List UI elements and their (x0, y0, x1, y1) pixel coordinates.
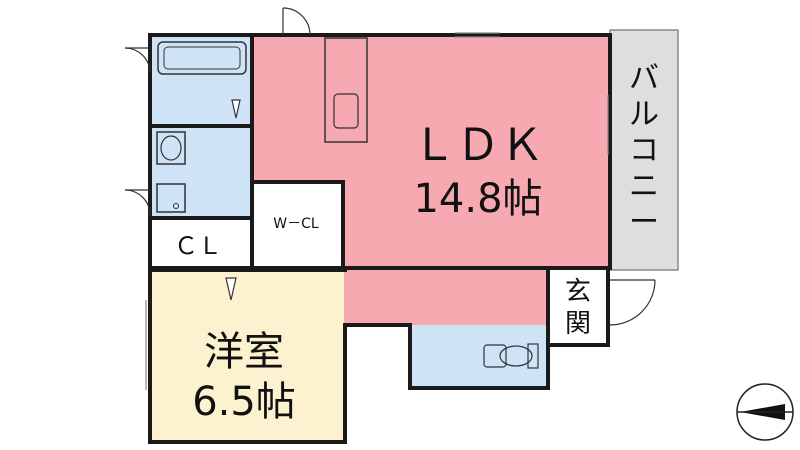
toilet-room (410, 325, 546, 387)
balcony-label: バ ル コ ニ ー (629, 61, 659, 240)
wcl-label: W－CL (273, 216, 319, 232)
entrance-label-1: 玄 (565, 277, 591, 307)
washroom (152, 127, 252, 217)
entrance-room (548, 270, 608, 345)
north-arrow-icon (736, 383, 794, 441)
cl-label: ＣＬ (174, 232, 222, 260)
kitchen-sink-icon (333, 93, 359, 129)
bathtub-icon (157, 41, 247, 75)
windows (145, 32, 609, 390)
toilet-icon (483, 344, 507, 368)
western-name: 洋室 (204, 329, 284, 375)
wash-basin-icon (156, 131, 186, 165)
svg-text:バ: バ (629, 61, 659, 96)
western-room (152, 270, 344, 440)
ldk-name: ＬＤＫ (412, 120, 544, 171)
svg-text:コ: コ (629, 133, 659, 168)
doors (124, 7, 656, 326)
svg-text:ニ: ニ (629, 169, 659, 204)
svg-text:ー: ー (629, 205, 659, 240)
ldk-size: 14.8帖 (413, 176, 542, 222)
western-size: 6.5帖 (192, 379, 296, 425)
svg-text:ル: ル (629, 97, 659, 132)
balcony-area (609, 29, 679, 271)
washing-machine-icon (156, 183, 186, 213)
kitchen-counter (324, 37, 368, 143)
walls (148, 33, 612, 444)
cl-room (152, 222, 252, 267)
wcl-room (253, 182, 343, 268)
entrance-label-2: 関 (565, 309, 591, 339)
